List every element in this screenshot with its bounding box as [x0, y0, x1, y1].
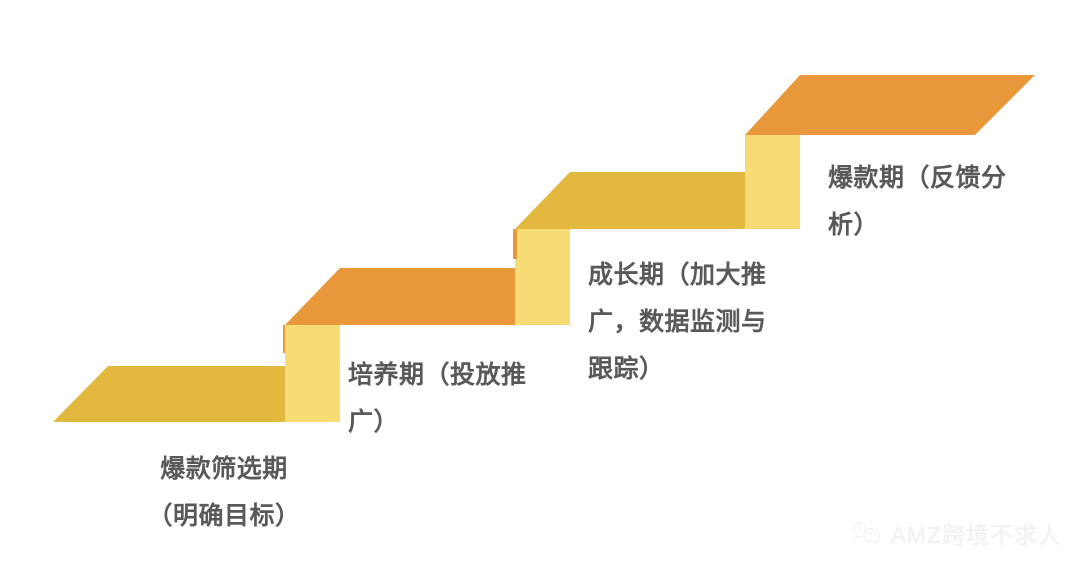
wechat-icon [853, 522, 881, 544]
watermark-text: AMZ跨境不求人 [890, 522, 1062, 548]
step-3-right-riser-front [745, 135, 800, 229]
step-1-top-face [53, 366, 285, 422]
step-2-right-riser-front [515, 229, 570, 325]
step-4-top-face [745, 75, 1035, 135]
step-3-top-face [515, 172, 745, 229]
step-1-right-riser-front [285, 325, 340, 422]
step-3-label: 成长期（加大推广，数据监测与跟踪） [588, 261, 767, 383]
step-4-label: 爆款期（反馈分析） [828, 164, 1007, 239]
step-2-top-face [285, 268, 515, 325]
step-1-label: 爆款筛选期 （明确目标） [147, 455, 301, 530]
step-2-label: 培养期（投放推广） [348, 361, 527, 436]
step-3-orange-edge [513, 229, 517, 259]
step-1-shape [53, 325, 340, 422]
watermark: AMZ跨境不求人 [852, 516, 1062, 550]
